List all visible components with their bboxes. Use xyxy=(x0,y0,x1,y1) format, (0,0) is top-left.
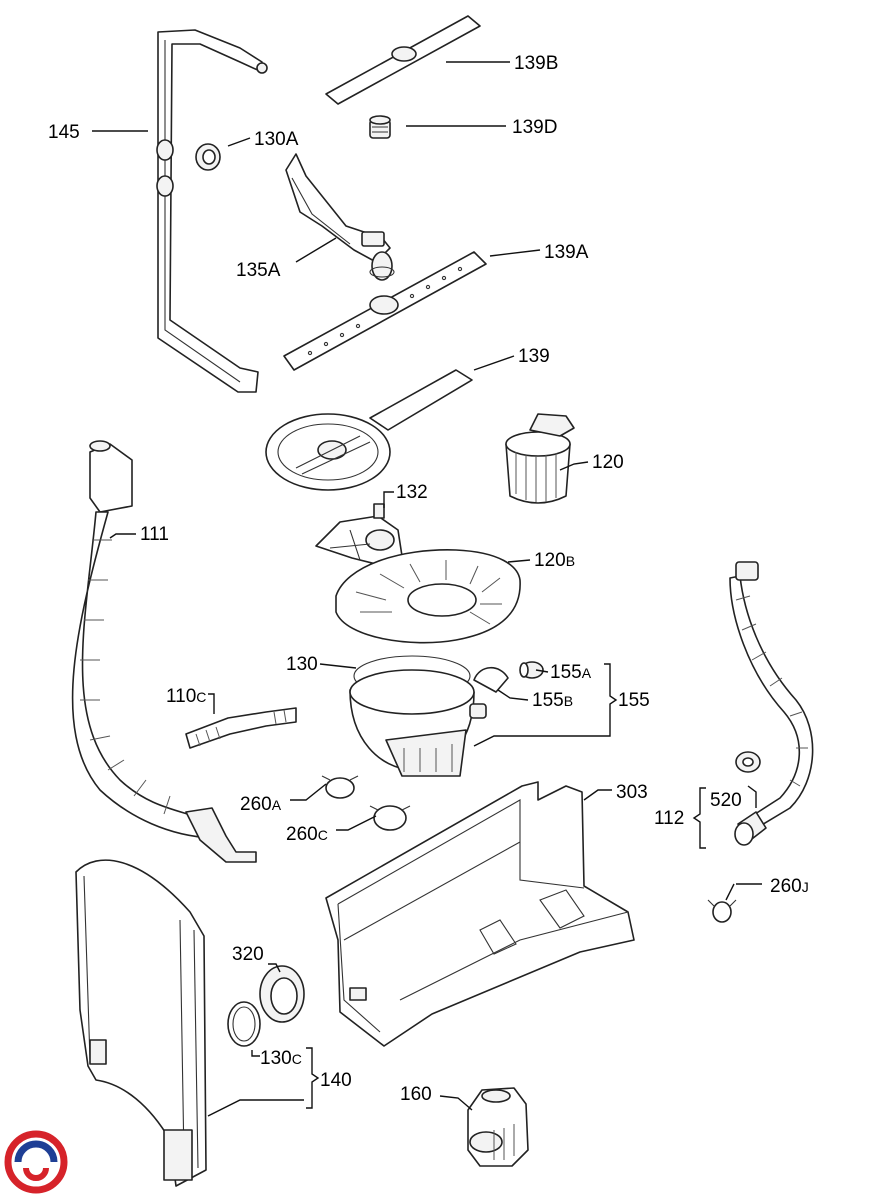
part-139D-nozzle xyxy=(369,115,391,139)
label-155B: 155B xyxy=(532,690,573,711)
label-111: 111 xyxy=(140,524,169,545)
label-120: 120 xyxy=(592,452,624,473)
label-110C: 110C xyxy=(166,686,206,707)
logo xyxy=(4,1130,68,1194)
part-111-drain-hose xyxy=(71,440,257,863)
part-139B-spray-arm xyxy=(325,15,481,105)
label-155B-suffix: B xyxy=(564,693,573,709)
part-112-inlet-hose xyxy=(729,561,814,846)
part-labels: 145 130A 139B 139D 135A 139A 139 120 111… xyxy=(48,53,809,1105)
part-155B-cover xyxy=(473,666,509,693)
part-160-pump xyxy=(467,1087,529,1167)
label-139D: 139D xyxy=(512,117,557,138)
part-145-supply-tube xyxy=(156,29,268,393)
label-155A-main: 155 xyxy=(550,662,582,683)
label-260A: 260A xyxy=(240,794,282,815)
label-260C-suffix: C xyxy=(318,827,328,843)
label-260J-main: 260 xyxy=(770,876,802,897)
label-112: 112 xyxy=(654,808,684,829)
label-155B-main: 155 xyxy=(532,690,564,711)
label-139A: 139A xyxy=(544,242,589,263)
label-130C: 130C xyxy=(260,1048,302,1069)
part-140-panel xyxy=(75,859,207,1187)
label-130A: 130A xyxy=(254,129,299,150)
part-110C-hose xyxy=(185,707,297,749)
label-139B: 139B xyxy=(514,53,558,74)
label-160: 160 xyxy=(400,1084,432,1105)
part-130A-seal xyxy=(195,143,221,171)
part-260A-clamp xyxy=(321,775,359,799)
logo-arc-blue xyxy=(14,1140,58,1163)
label-130C-suffix: C xyxy=(292,1051,302,1067)
label-303: 303 xyxy=(616,782,648,803)
label-120B-suffix: B xyxy=(566,553,575,569)
label-130: 130 xyxy=(286,654,318,675)
label-155: 155 xyxy=(618,690,650,711)
part-130-sump xyxy=(349,655,487,777)
label-155A: 155A xyxy=(550,662,592,683)
part-135A-arm-support xyxy=(285,153,395,281)
label-260C-main: 260 xyxy=(286,824,318,845)
label-120B-main: 120 xyxy=(534,550,566,571)
label-260A-main: 260 xyxy=(240,794,272,815)
label-130C-main: 130 xyxy=(260,1048,292,1069)
label-260J: 260J xyxy=(770,876,809,897)
label-110C-main: 110 xyxy=(166,686,196,707)
label-260C: 260C xyxy=(286,824,328,845)
label-132: 132 xyxy=(396,482,428,503)
part-120-filter xyxy=(505,413,575,504)
part-320-seal xyxy=(259,965,305,1023)
label-320: 320 xyxy=(232,944,264,965)
label-260A-suffix: A xyxy=(272,797,282,813)
label-140: 140 xyxy=(320,1070,352,1091)
label-520: 520 xyxy=(710,790,742,811)
label-260J-suffix: J xyxy=(802,879,809,895)
part-132-valve xyxy=(315,503,403,567)
part-120B-filter-plate xyxy=(335,549,521,644)
part-303-base xyxy=(325,781,635,1047)
brackets xyxy=(306,663,706,1109)
logo-arc-red xyxy=(23,1167,49,1181)
label-135A: 135A xyxy=(236,260,281,281)
label-139: 139 xyxy=(518,346,550,367)
part-139-lower-spray-arm xyxy=(265,369,473,491)
label-120B: 120B xyxy=(534,550,575,571)
logo-ring-red xyxy=(4,1130,68,1194)
part-520-nut xyxy=(735,751,761,773)
part-130C-seal xyxy=(227,1001,261,1047)
label-145: 145 xyxy=(48,122,80,143)
part-139A-spray-arm xyxy=(283,251,487,371)
part-155A-plug xyxy=(519,661,544,679)
label-110C-suffix: C xyxy=(196,689,206,705)
label-155A-suffix: A xyxy=(582,665,592,681)
leader-lines xyxy=(92,61,762,1117)
part-260J-clamp xyxy=(707,899,737,923)
part-260C-clamp xyxy=(369,805,411,831)
